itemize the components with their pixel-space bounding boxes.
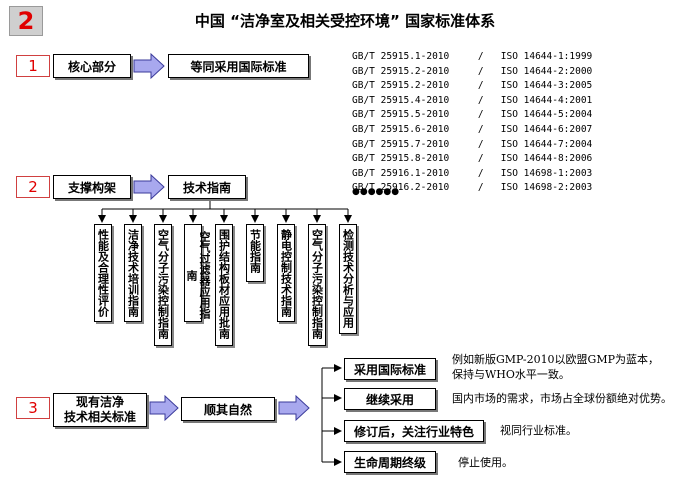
- option-end-of-life: 生命周期终级: [344, 451, 436, 473]
- flow-arrow-3a: [149, 394, 179, 422]
- standard-row: GB/T 25915.4-2010 / ISO 14644-4:2001: [352, 94, 593, 106]
- standard-row: GB/T 25915.2-2010 / ISO 14644-2:2000: [352, 65, 593, 77]
- support-framework-box: 支撑构架: [53, 175, 131, 199]
- guide-envelope-panels: 围护结构板材应用批南: [215, 224, 233, 346]
- guide-amc-control-2: 空气分子污染控制指南: [308, 224, 326, 346]
- standards-list: GB/T 25915.1-2010 / ISO 14644-1:1999 GB/…: [352, 50, 592, 196]
- option-adopt-international: 采用国际标准: [344, 358, 436, 380]
- existing-standards-box: 现有洁净技术相关标准: [53, 393, 147, 427]
- standard-row: GB/T 25915.5-2010 / ISO 14644-5:2004: [352, 109, 593, 121]
- standard-row: GB/T 25916.2-2010 / ISO 14698-2:2003: [352, 182, 593, 194]
- section-2-number: 2: [16, 176, 50, 198]
- note-revise-industry: 视同行业标准。: [500, 424, 577, 437]
- standard-row: GB/T 25915.1-2010 / ISO 14644-1:1999: [352, 51, 593, 62]
- guide-cleanroom-training: 洁净技术培训指南: [124, 224, 142, 322]
- technical-guide-box: 技术指南: [168, 175, 246, 199]
- guide-esd-control: 静电控制技术指南: [277, 224, 295, 322]
- guide-performance-evaluation: 性能及合理性评价: [94, 224, 112, 322]
- note-adopt-international: 例如新版GMP-2010以欧盟GMP为蓝本， 保持与WHO水平一致。: [452, 353, 660, 381]
- standard-row: GB/T 25915.8-2010 / ISO 14644-8:2006: [352, 153, 593, 165]
- let-it-be-box: 顺其自然: [181, 397, 275, 421]
- option-revise-industry: 修订后，关注行业特色: [344, 420, 484, 442]
- guide-testing-analysis: 检测技术分析与应用: [339, 224, 357, 334]
- options-branches: [322, 364, 342, 466]
- section-3-number: 3: [16, 397, 50, 419]
- guide-energy-saving: 节能指南: [246, 224, 264, 282]
- option-continue-using: 继续采用: [344, 388, 436, 410]
- note-end-of-life: 停止使用。: [458, 456, 513, 469]
- flow-arrow-1: [133, 52, 165, 80]
- identical-adoption-box: 等同采用国际标准: [168, 54, 309, 78]
- guides-drops: [98, 209, 352, 223]
- standard-row: GB/T 25915.6-2010 / ISO 14644-6:2007: [352, 123, 593, 135]
- standard-row: GB/T 25916.1-2010 / ISO 14698-1:2003: [352, 167, 593, 179]
- note-continue-using: 国内市场的需求，市场占全球份额绝对优势。: [452, 392, 672, 405]
- guide-amc-control: 空气分子污染控制指南: [154, 224, 172, 346]
- slide-number-badge: 2: [9, 6, 43, 36]
- standard-row: GB/T 25915.2-2010 / ISO 14644-3:2005: [352, 80, 593, 92]
- more-dots: ●●●●●●: [352, 187, 400, 197]
- flow-arrow-3b: [278, 394, 310, 422]
- flow-arrow-2: [133, 173, 165, 201]
- guide-air-filter-application: 空气过滤器应用指南: [184, 224, 211, 322]
- standard-row: GB/T 25915.7-2010 / ISO 14644-7:2004: [352, 138, 593, 150]
- page-title: 中国 “洁净室及相关受控环境” 国家标准体系: [194, 12, 496, 30]
- core-part-box: 核心部分: [53, 54, 131, 78]
- section-1-number: 1: [16, 55, 50, 77]
